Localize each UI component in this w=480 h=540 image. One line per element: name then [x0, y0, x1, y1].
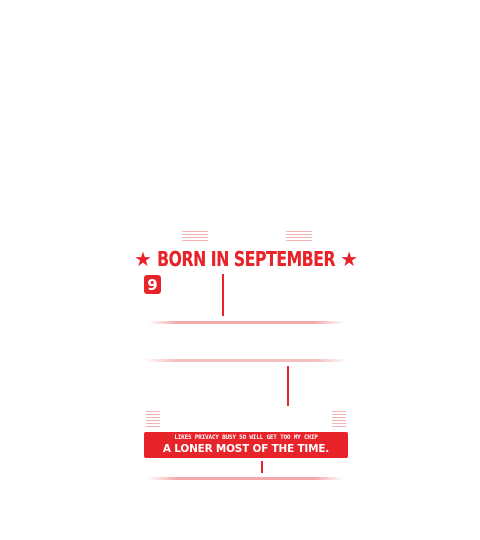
tshirt-design: ★ BORN IN SEPTEMBER ★ 9 LIKES PRIVACY BU… — [134, 225, 358, 490]
decorative-stripes — [146, 411, 160, 429]
divider-line — [287, 366, 289, 406]
divider-line — [148, 477, 344, 480]
decorative-stripes — [332, 411, 346, 429]
divider-line — [148, 321, 344, 324]
title-row: ★ BORN IN SEPTEMBER ★ — [134, 245, 358, 273]
design-title: BORN IN SEPTEMBER — [156, 247, 336, 271]
divider-line — [144, 359, 348, 362]
quote-banner: LIKES PRIVACY BUSY SO WILL GET TOO MY CH… — [144, 432, 348, 458]
month-number-badge: 9 — [144, 275, 161, 294]
quote-line-2: A LONER MOST OF THE TIME. — [162, 442, 330, 455]
divider-line — [222, 274, 224, 316]
divider-line — [261, 461, 263, 473]
decorative-stripes — [182, 231, 208, 243]
decorative-stripes — [286, 231, 312, 243]
star-icon: ★ — [133, 247, 152, 271]
star-icon: ★ — [340, 247, 359, 271]
quote-line-1: LIKES PRIVACY BUSY SO WILL GET TOO MY CH… — [174, 434, 318, 441]
